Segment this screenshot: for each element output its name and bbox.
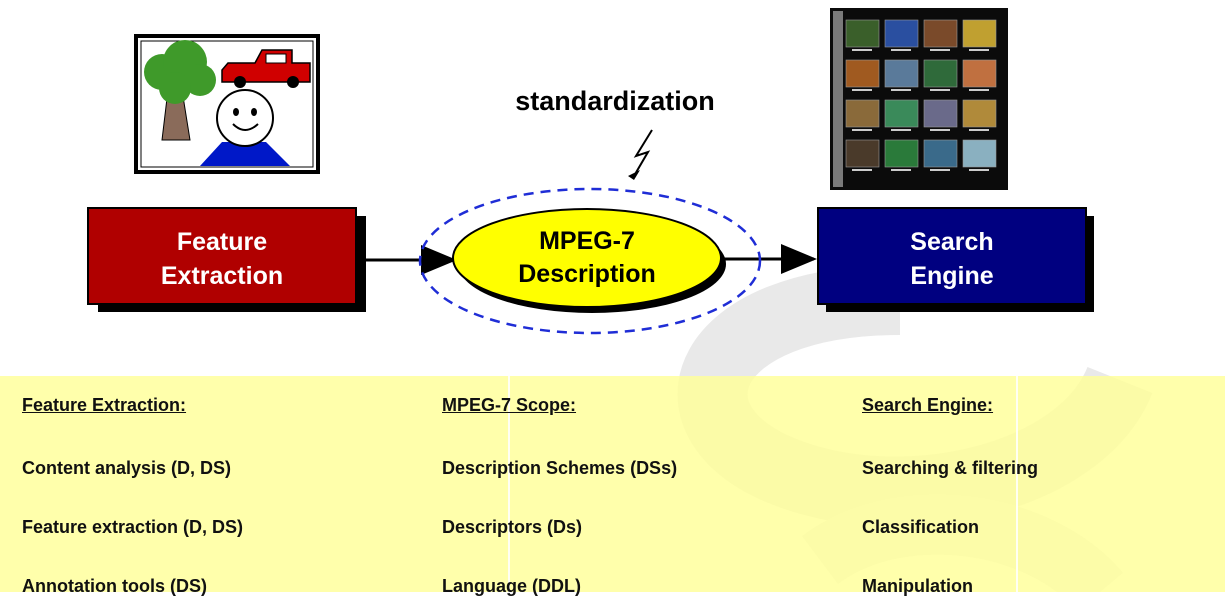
column-header: Feature Extraction: <box>22 395 187 415</box>
thumbnail-caption-bar <box>891 169 911 171</box>
thumbnail-caption-bar <box>930 169 950 171</box>
thumbnail-caption-bar <box>852 89 872 91</box>
list-item: Manipulation <box>862 576 973 596</box>
thumbnail-caption-bar <box>930 129 950 131</box>
result-thumbnail <box>884 59 919 88</box>
list-item: Content analysis (D, DS) <box>22 458 232 478</box>
tree-icon <box>144 40 216 141</box>
list-item: Searching & filtering <box>862 458 1039 478</box>
thumbnail-caption-bar <box>891 89 911 91</box>
table-divider <box>508 376 510 592</box>
result-thumbnail <box>884 99 919 128</box>
thumbnail-caption-bar <box>969 129 989 131</box>
feature-extraction-line1: Feature <box>177 228 267 256</box>
result-thumbnail <box>923 139 958 168</box>
column-mpeg7-scope: MPEG-7 Scope: Description Schemes (DSs) … <box>442 376 842 596</box>
thumbnail-caption-bar <box>969 89 989 91</box>
column-header: Search Engine: <box>862 395 994 415</box>
thumbnail-caption-bar <box>852 49 872 51</box>
lightning-tip <box>628 170 640 180</box>
result-thumbnail <box>923 99 958 128</box>
result-thumbnail <box>845 59 880 88</box>
search-engine-line2: Engine <box>910 262 993 290</box>
result-thumbnail <box>962 59 997 88</box>
dashed-scope-ellipse <box>418 187 762 335</box>
result-thumbnail <box>845 19 880 48</box>
thumbnail-caption-bar <box>852 129 872 131</box>
column-header: MPEG-7 Scope: <box>442 395 577 415</box>
thumbnail-caption-bar <box>969 169 989 171</box>
result-thumbnail <box>962 139 997 168</box>
thumbnail-caption-bar <box>852 169 872 171</box>
result-thumbnail <box>962 19 997 48</box>
table-divider <box>1016 376 1018 592</box>
image-results-grid <box>830 8 1008 190</box>
list-item: Classification <box>862 517 980 537</box>
mpeg7-description-node: MPEG-7 Description <box>418 187 762 335</box>
thumbnail-caption-bar <box>891 129 911 131</box>
search-engine-box: Search Engine <box>817 207 1094 312</box>
column-feature-extraction: Feature Extraction: Content analysis (D,… <box>22 376 502 596</box>
result-thumbnail <box>923 19 958 48</box>
list-item: Description Schemes (DSs) <box>442 458 678 478</box>
result-thumbnail <box>962 99 997 128</box>
person-icon <box>200 89 290 166</box>
scene-illustration <box>134 34 320 174</box>
result-thumbnail <box>845 139 880 168</box>
standardization-label: standardization <box>515 86 715 116</box>
list-item: Language (DDL) <box>442 576 581 596</box>
thumbnail-caption-bar <box>930 49 950 51</box>
list-item: Annotation tools (DS) <box>22 576 207 596</box>
mpeg7-diagram: standardization Feature Extraction MPEG-… <box>87 8 1094 335</box>
column-search-engine: Search Engine: Searching & filtering Cla… <box>862 376 1202 596</box>
result-thumbnail <box>923 59 958 88</box>
list-item: Descriptors (Ds) <box>442 517 583 537</box>
thumbnail-caption-bar <box>969 49 989 51</box>
result-thumbnail <box>845 99 880 128</box>
feature-extraction-box: Feature Extraction <box>87 207 366 312</box>
search-engine-line1: Search <box>910 228 993 256</box>
car-icon <box>221 49 311 88</box>
mpeg7-line1: MPEG-7 <box>539 227 635 255</box>
thumbnail-caption-bar <box>891 49 911 51</box>
feature-extraction-line2: Extraction <box>161 262 283 290</box>
scope-table: Feature Extraction: Content analysis (D,… <box>0 376 1225 596</box>
mpeg7-line2: Description <box>518 260 656 288</box>
lightning-icon <box>633 129 653 177</box>
thumbnail-caption-bar <box>930 89 950 91</box>
result-thumbnail <box>884 139 919 168</box>
list-item: Feature extraction (D, DS) <box>22 517 244 537</box>
result-thumbnail <box>884 19 919 48</box>
